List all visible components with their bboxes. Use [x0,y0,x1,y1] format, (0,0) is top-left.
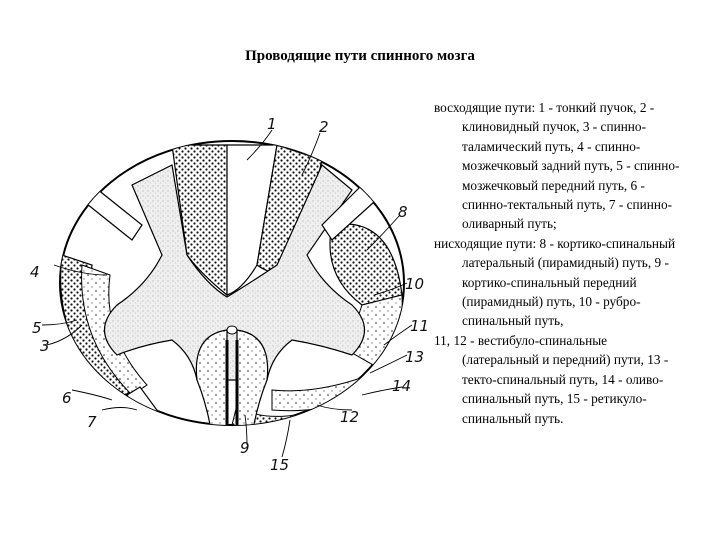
figure-label-11: 11 [410,317,429,335]
figure-label-2: 2 [319,118,329,136]
figure-label-6: 6 [62,389,72,407]
figure-label-4: 4 [30,263,40,281]
figure-label-10: 10 [405,275,424,293]
figure-label-15: 15 [270,456,289,474]
page-title: Проводящие пути спинного мозга [0,48,720,65]
central-canal [227,326,237,334]
spinal-cord-cross-section-figure: 1 2 3 4 5 6 7 8 9 10 11 12 13 14 15 [22,105,442,485]
figure-label-1: 1 [267,115,277,133]
figure-label-5: 5 [32,319,42,337]
caption-ascending: восходящие пути: 1 - тонкий пучок, 2 - к… [434,98,684,234]
figure-label-3: 3 [40,337,50,355]
caption-descending-cont: 11, 12 - вестибуло-спинальные (латеральн… [434,331,684,428]
caption-descending: нисходящие пути: 8 - кортико-спинальный … [434,234,684,331]
figure-label-9: 9 [240,439,250,457]
figure-label-13: 13 [405,348,424,366]
figure-label-8: 8 [398,203,408,221]
figure-label-14: 14 [392,377,411,395]
figure-label-7: 7 [87,413,97,431]
figure-label-12: 12 [340,408,359,426]
legend-caption: восходящие пути: 1 - тонкий пучок, 2 - к… [434,98,684,428]
